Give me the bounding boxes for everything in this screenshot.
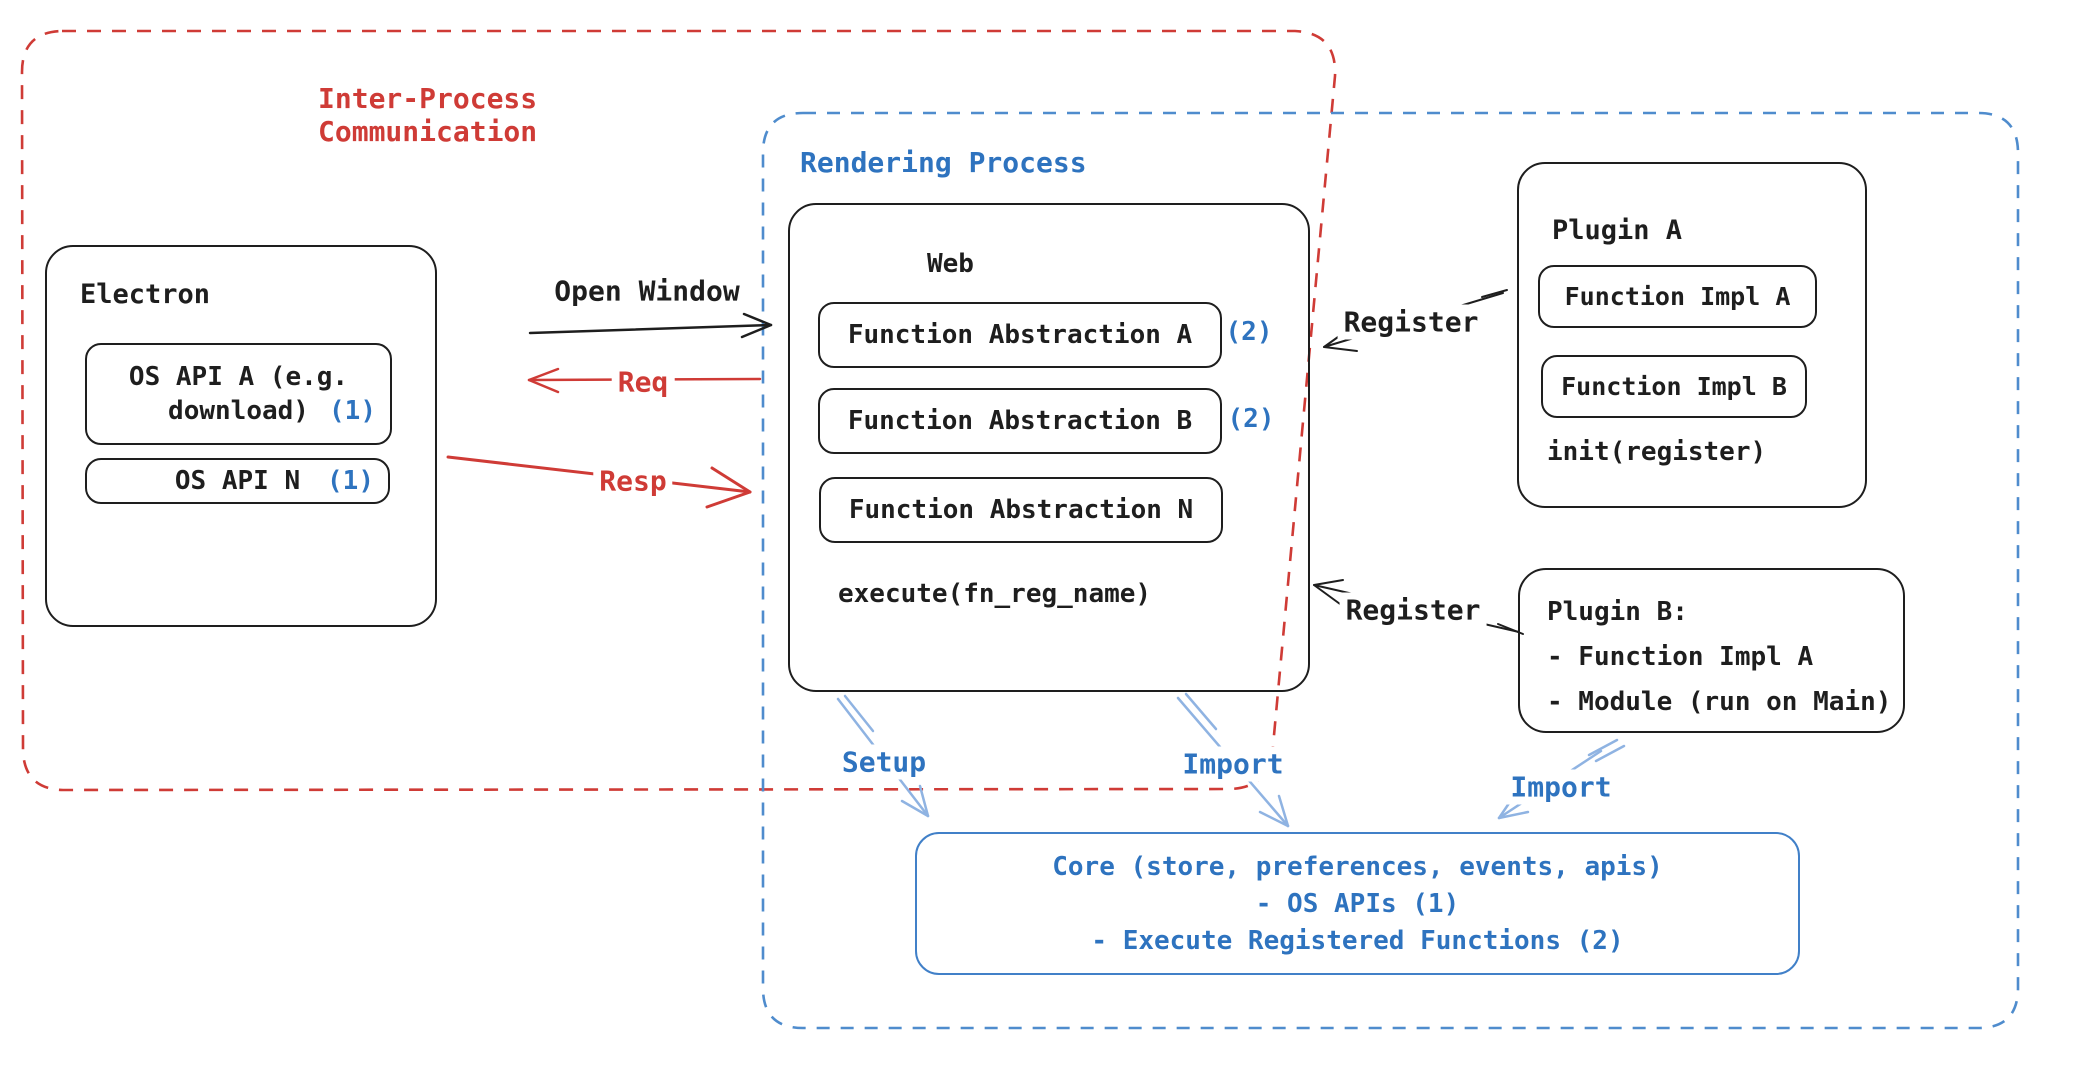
execute-label: execute(fn_reg_name): [838, 579, 1152, 609]
plugin-b-node: [1518, 568, 1905, 733]
os-api-a-line1: OS API A (e.g.: [128, 362, 349, 392]
web-node: [788, 203, 1310, 692]
setup-arrow-label: Setup: [835, 744, 933, 780]
rendering-process-label: Rendering Process: [800, 146, 1087, 179]
electron-node: [45, 245, 437, 627]
register-b-arrow-label: Register: [1339, 592, 1487, 628]
open-window-arrow-label: Open Window: [548, 273, 746, 309]
plugin-a-node: [1517, 162, 1867, 508]
os-api-a-line2: download)(1): [168, 396, 376, 426]
arrow-open-window: [528, 312, 773, 339]
os-api-a-badge: (1): [329, 396, 376, 426]
function-abstraction-b-badge: (2): [1227, 404, 1275, 434]
plugin-b-title: Plugin B:: [1547, 597, 1688, 627]
resp-arrow-label: Resp: [593, 463, 673, 499]
plugin-b-line-module: - Module (run on Main): [1547, 687, 1892, 717]
function-abstraction-a-badge: (2): [1225, 317, 1273, 347]
core-line-title: Core (store, preferences, events, apis): [1052, 851, 1663, 882]
os-api-n-badge: (1): [327, 466, 374, 496]
os-api-n-node: OS API N (1): [85, 458, 390, 504]
plugin-a-impl-a-node: Function Impl A: [1538, 265, 1817, 328]
os-api-n-label: OS API N: [174, 466, 301, 496]
web-title: Web: [927, 249, 974, 279]
plugin-b-line-impl: - Function Impl A: [1547, 642, 1814, 672]
electron-title: Electron: [80, 279, 211, 310]
function-abstraction-n-node: Function Abstraction N: [819, 477, 1223, 543]
plugin-a-impl-b-node: Function Impl B: [1541, 355, 1807, 418]
core-line-os-apis: - OS APIs (1): [1255, 888, 1460, 919]
core-line-execute: - Execute Registered Functions (2): [1091, 925, 1624, 956]
core-node: Core (store, preferences, events, apis) …: [915, 832, 1800, 975]
plugin-a-init-label: init(register): [1547, 437, 1767, 467]
plugin-a-title: Plugin A: [1552, 215, 1683, 246]
import-plugin-arrow-label: Import: [1504, 769, 1618, 805]
import-web-arrow-label: Import: [1176, 746, 1290, 782]
register-a-arrow-label: Register: [1337, 304, 1485, 340]
os-api-a-node: OS API A (e.g. download)(1): [85, 343, 392, 445]
req-arrow-label: Req: [611, 364, 675, 400]
function-abstraction-a-node: Function Abstraction A: [818, 302, 1222, 368]
function-abstraction-b-node: Function Abstraction B: [818, 388, 1222, 454]
